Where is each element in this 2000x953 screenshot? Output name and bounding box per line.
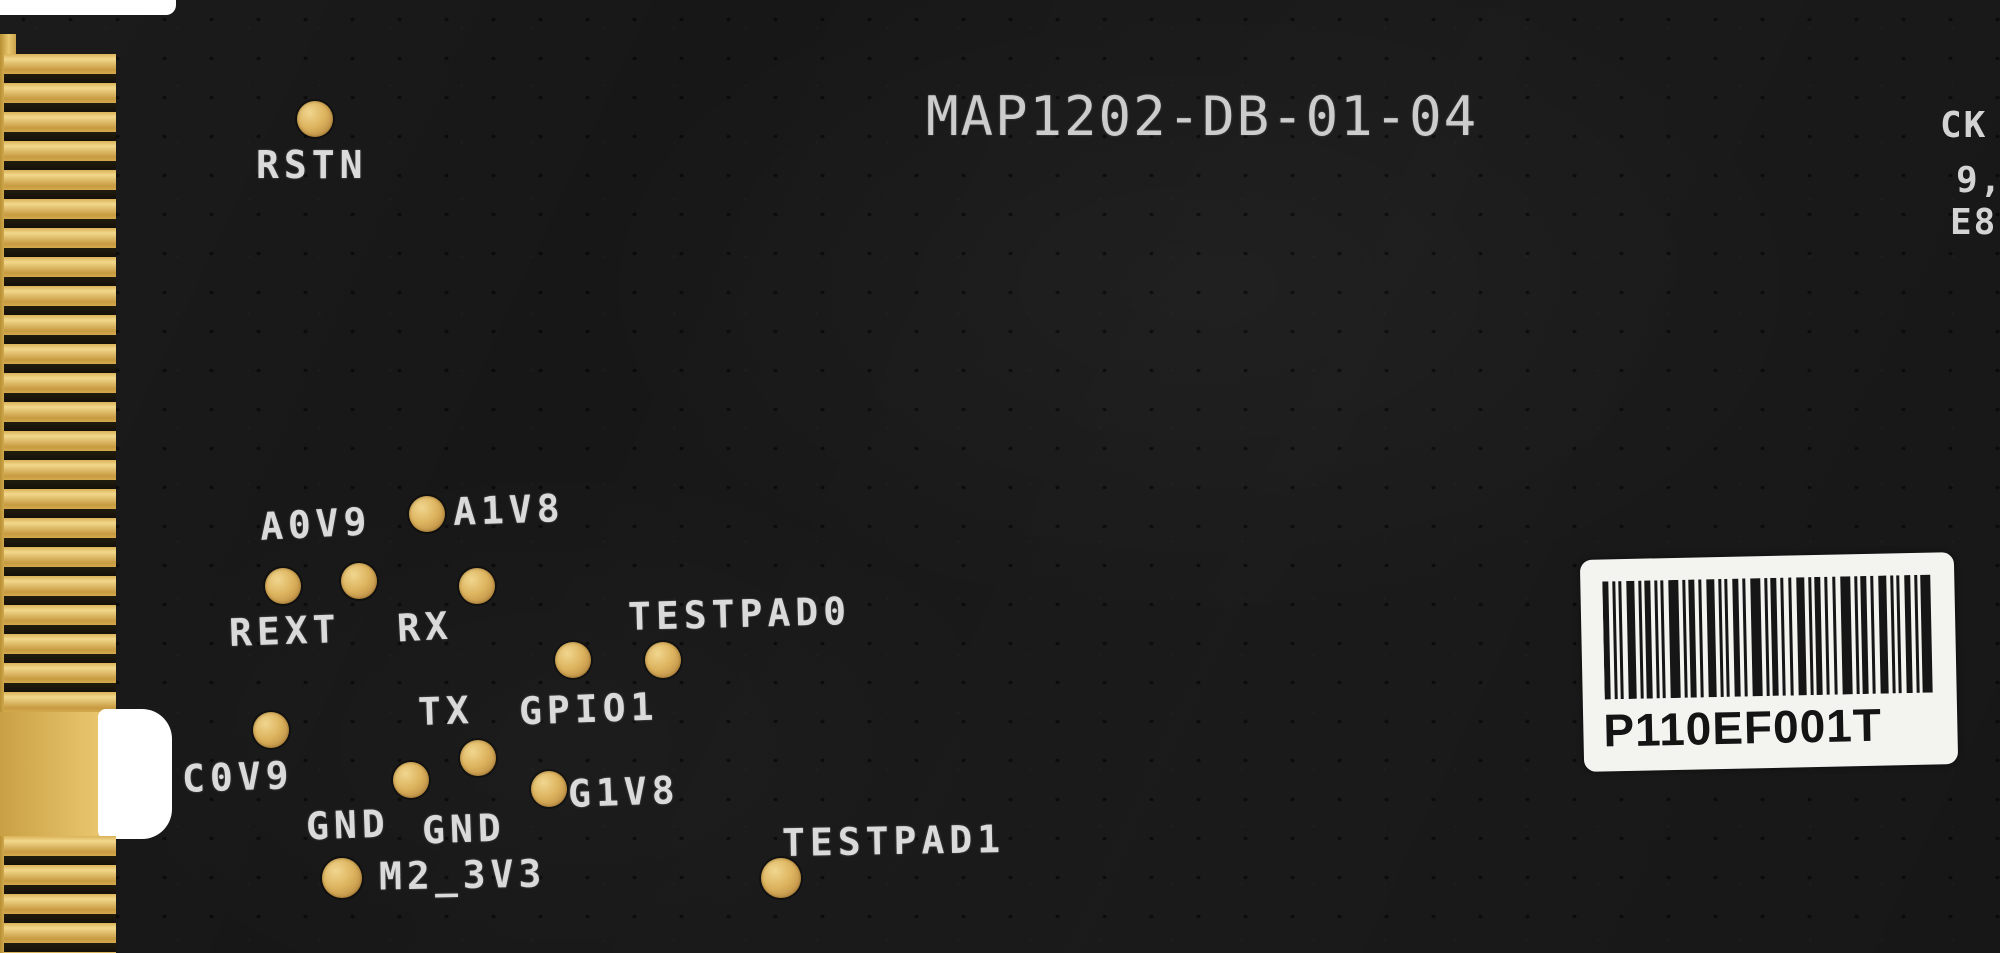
- pad-label-gnd-1: GND: [305, 801, 391, 849]
- pad-g1v8: [531, 771, 567, 807]
- pad-rstn: [297, 101, 333, 137]
- barcode-image: [1602, 574, 1933, 700]
- gold-fingers-top: [4, 54, 116, 712]
- pad-testpad1: [761, 858, 801, 898]
- pad-label-tx: TX: [417, 688, 475, 734]
- pad-label-c0v9: C0V9: [181, 753, 295, 801]
- pad-label-rx: RX: [395, 603, 454, 651]
- pad-label-testpad0: TESTPAD0: [627, 589, 852, 639]
- gold-fingers-bottom: [4, 836, 116, 953]
- barcode-serial-number: P110EF001T: [1602, 698, 1883, 757]
- edge-marking-line1: CK: [1940, 105, 1988, 146]
- pad-tx: [460, 740, 496, 776]
- pad-m2-3v3: [322, 858, 362, 898]
- pad-a0v9: [341, 563, 377, 599]
- pad-label-g1v8: G1V8: [567, 768, 681, 816]
- pad-testpad0: [645, 642, 681, 678]
- board-top-left-corner-gap: [0, 0, 176, 15]
- pad-gnd-1: [393, 762, 429, 798]
- edge-marking-line3: E8: [1950, 202, 1998, 243]
- pad-label-a1v8: A1V8: [452, 486, 566, 534]
- pad-c0v9: [253, 712, 289, 748]
- pad-label-gpio1: GPIO1: [518, 684, 660, 734]
- pad-rext: [265, 568, 301, 604]
- pad-label-m2-3v3: M2_3V3: [378, 851, 547, 899]
- pad-rx: [459, 568, 495, 604]
- pad-gpio1: [555, 642, 591, 678]
- pad-label-a0v9: A0V9: [258, 499, 373, 549]
- pad-a1v8: [409, 496, 445, 532]
- pad-label-testpad1: TESTPAD1: [781, 817, 1006, 865]
- pad-label-rext: REXT: [228, 607, 342, 655]
- pad-label-gnd-2: GND: [421, 805, 507, 853]
- board-title: MAP1202-DB-01-04: [926, 85, 1479, 148]
- edge-marking-line2: 9,: [1956, 160, 2000, 201]
- connector-key-notch: [98, 709, 172, 839]
- connector-key-substrate: [0, 712, 110, 836]
- barcode-label: P110EF001T: [1579, 552, 1959, 772]
- pad-label-rstn: RSTN: [256, 143, 368, 187]
